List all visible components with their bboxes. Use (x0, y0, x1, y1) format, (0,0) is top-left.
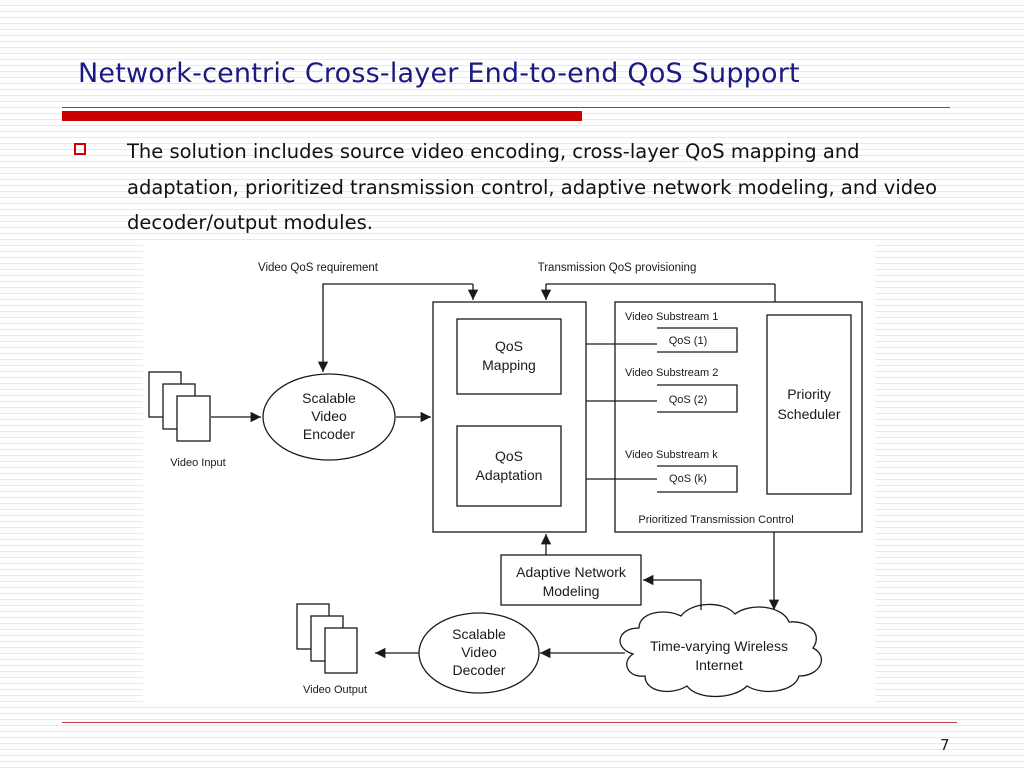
transmission-qos-provisioning-label: Transmission QoS provisioning (538, 262, 697, 274)
queue-qos-1 (657, 327, 738, 353)
queue-qos-2 (657, 384, 738, 413)
qos-mapping-box (456, 318, 562, 395)
decoder-label-1: Scalable (452, 626, 506, 642)
arrow-qos-requirement-to-encoder (317, 283, 473, 372)
scalable-video-encoder-node (262, 373, 396, 461)
priority-scheduler-box (766, 314, 852, 495)
substream-k-label: Video Substream k (625, 449, 718, 461)
footer-rule (62, 722, 957, 723)
video-output-frames (296, 603, 358, 674)
video-output-label: Video Output (303, 684, 367, 696)
adaptive-network-modeling-label-2: Modeling (543, 583, 600, 599)
video-input-label: Video Input (170, 457, 225, 469)
qos-adaptation-box (456, 425, 562, 507)
video-input-frames (148, 371, 211, 442)
square-bullet-icon (74, 143, 86, 155)
wireless-internet-label-2: Internet (695, 657, 743, 673)
encoder-label-1: Scalable (302, 390, 356, 406)
adaptive-network-modeling-label-1: Adaptive Network (516, 564, 627, 580)
qos-mapping-label-2: Mapping (482, 357, 536, 373)
queue-qos-2-label: QoS (2) (669, 394, 708, 406)
priority-scheduler-label-1: Priority (787, 386, 831, 402)
arrow-internet-to-modeling (643, 574, 702, 610)
queue-qos-k-label: QoS (k) (669, 473, 707, 485)
wireless-internet-label-1: Time-varying Wireless (650, 638, 788, 654)
wireless-internet-cloud (619, 603, 823, 698)
qos-mapping-label-1: QoS (495, 338, 523, 354)
substream-1-label: Video Substream 1 (625, 311, 718, 323)
decoder-label-3: Decoder (453, 662, 506, 678)
qos-adaptation-label-1: QoS (495, 448, 523, 464)
adaptive-network-modeling-box (500, 554, 642, 606)
qos-adaptation-label-2: Adaptation (476, 467, 543, 483)
architecture-diagram: Video QoS requirement Transmission QoS p… (143, 244, 875, 706)
slide-title: Network-centric Cross-layer End-to-end Q… (78, 58, 800, 89)
encoder-label-2: Video (311, 408, 347, 424)
bullet-text: The solution includes source video encod… (127, 140, 938, 234)
qos-module-box (432, 301, 587, 533)
video-qos-requirement-label: Video QoS requirement (258, 262, 379, 274)
priority-scheduler-label-2: Scheduler (777, 406, 840, 422)
queue-qos-1-label: QoS (1) (669, 335, 708, 347)
queue-qos-k (657, 465, 738, 493)
title-underline-thin (62, 107, 950, 108)
prioritized-transmission-control-box (614, 301, 863, 533)
substream-2-label: Video Substream 2 (625, 367, 718, 379)
prioritized-transmission-control-label: Prioritized Transmission Control (638, 514, 793, 526)
page-number: 7 (940, 736, 950, 754)
title-underline-bar (62, 111, 582, 121)
encoder-label-3: Encoder (303, 426, 355, 442)
decoder-label-2: Video (461, 644, 497, 660)
